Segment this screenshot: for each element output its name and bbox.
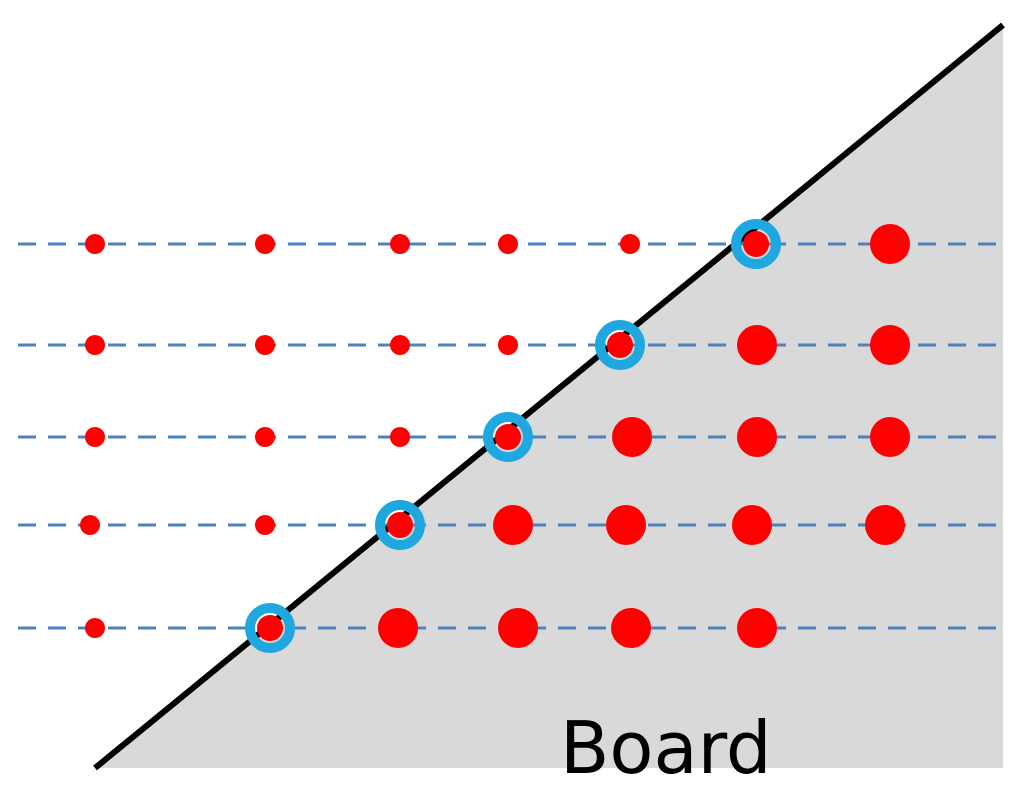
outside-point — [85, 427, 105, 447]
inside-point — [865, 505, 905, 545]
board-edge-line — [93, 22, 1005, 771]
inside-point — [378, 608, 418, 648]
outside-point — [85, 234, 105, 254]
outside-point — [255, 234, 275, 254]
inside-point — [493, 505, 533, 545]
outside-point — [620, 234, 640, 254]
edge-point-ring — [483, 412, 533, 462]
inside-point — [737, 325, 777, 365]
outside-point — [255, 335, 275, 355]
outside-point — [80, 515, 100, 535]
outside-point — [390, 427, 410, 447]
inside-point — [870, 224, 910, 264]
inside-point — [737, 608, 777, 648]
outside-point — [255, 427, 275, 447]
outside-point — [498, 335, 518, 355]
inside-point — [498, 608, 538, 648]
edge-point-ring — [245, 603, 295, 653]
edge-point — [607, 332, 633, 358]
inside-point — [732, 505, 772, 545]
outside-point — [85, 618, 105, 638]
outside-point — [255, 515, 275, 535]
board-label: Board — [560, 706, 772, 790]
inside-point — [611, 608, 651, 648]
inside-point — [737, 417, 777, 457]
inside-point — [606, 505, 646, 545]
edge-point — [257, 615, 283, 641]
edge-point — [743, 231, 769, 257]
outside-point — [498, 234, 518, 254]
inside-point — [870, 325, 910, 365]
inside-point — [870, 417, 910, 457]
edge-point-ring — [375, 500, 425, 550]
points-layer — [80, 219, 910, 653]
inside-point — [612, 417, 652, 457]
edge-point — [495, 424, 521, 450]
outside-point — [390, 234, 410, 254]
outside-point — [85, 335, 105, 355]
edge-point-ring — [595, 320, 645, 370]
outside-point — [390, 335, 410, 355]
edge-point-ring — [731, 219, 781, 269]
edge-point — [387, 512, 413, 538]
